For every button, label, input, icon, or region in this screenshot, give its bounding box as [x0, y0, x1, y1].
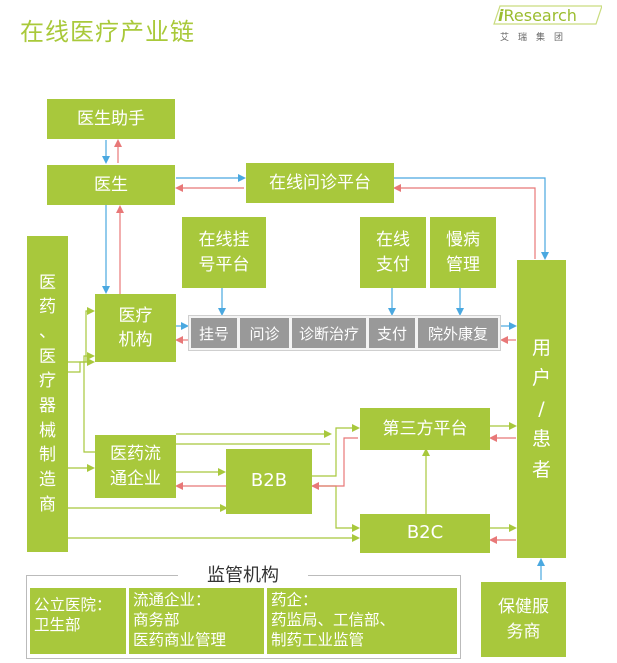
- user-patient-char: 患: [531, 428, 551, 451]
- doctor-assistant-box: 医生助手: [47, 99, 175, 139]
- manufacturer-char: 医: [39, 272, 56, 293]
- user-patient-char: 户: [531, 367, 551, 390]
- service-registration: 挂号: [191, 318, 237, 348]
- online-registration-platform-box: 在线挂号平台: [182, 217, 266, 288]
- manufacturer-box: 医药、医疗器械制造商: [27, 236, 68, 552]
- regulator-pharma: 药企： 药监局、工信部、 制药工业监管: [267, 588, 457, 654]
- medical-institution-box: 医疗机构: [95, 294, 176, 362]
- b2b-box: B2B: [226, 449, 312, 514]
- manufacturer-char: 疗: [39, 371, 56, 392]
- line-b2b-to-third-party: [312, 424, 360, 477]
- service-diagnosis-treatment: 诊断治疗: [292, 318, 366, 348]
- pharma-distribution-box: 医药流通企业: [95, 435, 176, 498]
- user-patient-char: 用: [531, 337, 551, 360]
- regulation-title: 监管机构: [178, 561, 308, 587]
- manufacturer-char: 商: [39, 494, 56, 515]
- manufacturer-char: 医: [39, 346, 56, 367]
- user-patient-char: 者: [531, 458, 551, 481]
- line-distribution-to-institution: [83, 352, 95, 453]
- service-rehabilitation: 院外康复: [418, 318, 498, 348]
- b2c-box: B2C: [360, 514, 490, 553]
- service-consultation: 问诊: [240, 318, 289, 348]
- arrow-user-to-consult: [393, 184, 536, 259]
- page-title: 在线医疗产业链: [20, 18, 195, 46]
- manufacturer-char: 造: [39, 469, 56, 490]
- user-patient-char: /: [538, 397, 545, 420]
- logo-subtitle: 艾瑞集团: [500, 33, 573, 43]
- manufacturer-char: 、: [39, 322, 56, 343]
- user-patient-box: 用户 / 患者: [517, 260, 566, 558]
- manufacturer-char: 器: [39, 396, 56, 416]
- manufacturer-char: 药: [39, 297, 56, 318]
- line-manufacturer-to-institution: [68, 307, 95, 363]
- online-payment-box: 在线支付: [360, 217, 426, 288]
- chronic-disease-management-box: 慢病管理: [430, 217, 496, 288]
- regulator-distribution: 流通企业： 商务部 医药商业管理: [129, 588, 264, 654]
- manufacturer-char: 制: [39, 445, 56, 466]
- arrow-third-party-to-b2b: [311, 437, 358, 490]
- doctor-box: 医生: [47, 165, 175, 205]
- logo-swoosh-icon: [493, 5, 602, 25]
- health-service-provider-box: 保健服务商: [481, 582, 566, 657]
- line-b2b-to-b2c: [312, 485, 360, 532]
- third-party-platform-box: 第三方平台: [360, 408, 490, 450]
- online-consult-platform-box: 在线问诊平台: [246, 163, 394, 203]
- manufacturer-char: 械: [39, 420, 56, 441]
- logo-wordmark: iResearch: [498, 6, 577, 25]
- line-manufacturer-to-institution-2: [68, 358, 95, 373]
- arrow-consult-to-user: [394, 177, 549, 260]
- iresearch-logo: iResearch 艾瑞集团: [492, 4, 602, 46]
- regulator-public-hospital: 公立医院： 卫生部: [30, 588, 126, 654]
- service-payment: 支付: [369, 318, 415, 348]
